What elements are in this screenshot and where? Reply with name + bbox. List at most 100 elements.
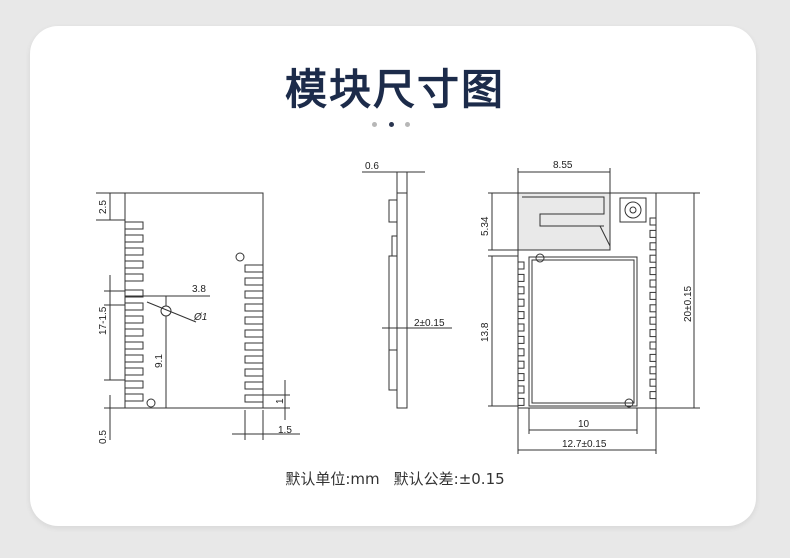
castellated-pad [244,342,264,351]
unit-note: 默认单位:mm 默认公差:±0.15 [0,468,790,489]
castellated-pad [124,260,144,269]
castellated-pad [517,273,525,282]
right-view [488,168,700,454]
carousel-dot-2[interactable] [389,122,394,127]
dim-13-8: 13.8 [480,322,491,342]
dim-8-55: 8.55 [553,160,573,171]
castellated-pad [649,391,657,400]
right-view-hole-top [535,253,545,263]
side-view-step [391,235,398,257]
castellated-pad [649,267,657,276]
left-view-outline [124,192,264,409]
castellated-pad [649,341,657,350]
castellated-pad [649,279,657,288]
castellated-pad [124,302,144,311]
shield-can [528,256,638,407]
unit-value: mm [350,470,380,488]
castellated-pad [649,304,657,313]
dim-1: 1 [275,398,286,404]
left-view [96,192,300,440]
content-card [30,26,756,526]
dim-0-5: 0.5 [98,430,109,444]
castellated-pad [244,303,264,312]
right-view-hole-bottom [624,398,634,408]
antenna-connector-ring [624,201,642,219]
castellated-pad [124,273,144,282]
castellated-pad [244,355,264,364]
castellated-pad [649,329,657,338]
left-view-hole-bottom [146,398,156,408]
castellated-pad [517,261,525,270]
castellated-pad [244,381,264,390]
antenna-connector [619,197,647,223]
dim-2: 2±0.15 [414,318,445,329]
tolerance-label: 默认公差: [393,470,459,488]
castellated-pad [517,373,525,382]
side-view-body [396,192,408,409]
dim-10: 10 [578,419,590,430]
dim-1-5: 1.5 [278,425,292,436]
shield-can-inner [531,259,635,404]
right-pads [244,264,264,403]
castellated-pad [124,221,144,230]
castellated-pad [517,311,525,320]
right-view-right-pads [649,217,657,400]
castellated-pad [517,335,525,344]
castellated-pad [517,360,525,369]
castellated-pad [649,217,657,226]
dim-17-1-5: 17-1.5 [98,306,109,335]
castellated-pad [517,397,525,406]
castellated-pad [649,229,657,238]
castellated-pad [649,291,657,300]
side-view [362,171,452,409]
castellated-pad [124,380,144,389]
castellated-pad [124,234,144,243]
castellated-pad [124,393,144,402]
castellated-pad [244,329,264,338]
castellated-pad [517,323,525,332]
castellated-pad [124,289,144,298]
side-view-shield [388,255,398,391]
castellated-pad [124,341,144,350]
antenna-area [517,192,611,251]
castellated-pad [244,277,264,286]
castellated-pad [517,286,525,295]
castellated-pad [244,264,264,273]
dim-9-1: 9.1 [154,354,165,368]
castellated-pad [517,348,525,357]
castellated-pad [124,315,144,324]
castellated-pad [649,366,657,375]
castellated-pad [124,328,144,337]
castellated-pad [649,254,657,263]
carousel-dot-1[interactable] [372,122,377,127]
castellated-pad [649,242,657,251]
tolerance-value: ±0.15 [458,470,505,488]
castellated-pad [517,385,525,394]
castellated-pad [244,316,264,325]
dim-phi1: Ø1 [193,312,207,323]
dim-2-5: 2.5 [98,200,109,214]
castellated-pad [649,378,657,387]
dim-0-6: 0.6 [365,161,379,172]
phi1-leader [146,301,197,323]
dim-12-7: 12.7±0.15 [562,439,607,450]
castellated-pad [517,298,525,307]
left-pads [124,221,144,402]
unit-label: 默认单位: [285,470,351,488]
antenna-trace [522,196,611,247]
castellated-pad [244,368,264,377]
dim-5-34: 5.34 [480,216,491,236]
carousel-dot-3[interactable] [405,122,410,127]
castellated-pad [244,394,264,403]
castellated-pad [124,247,144,256]
dim-3-8: 3.8 [192,284,206,295]
side-view-connector [388,199,398,223]
castellated-pad [649,316,657,325]
castellated-pad [649,353,657,362]
castellated-pad [124,367,144,376]
page-title: 模块尺寸图 [284,65,505,114]
castellated-pad [244,290,264,299]
right-view-left-pads [517,261,525,406]
antenna-connector-core [629,206,637,214]
